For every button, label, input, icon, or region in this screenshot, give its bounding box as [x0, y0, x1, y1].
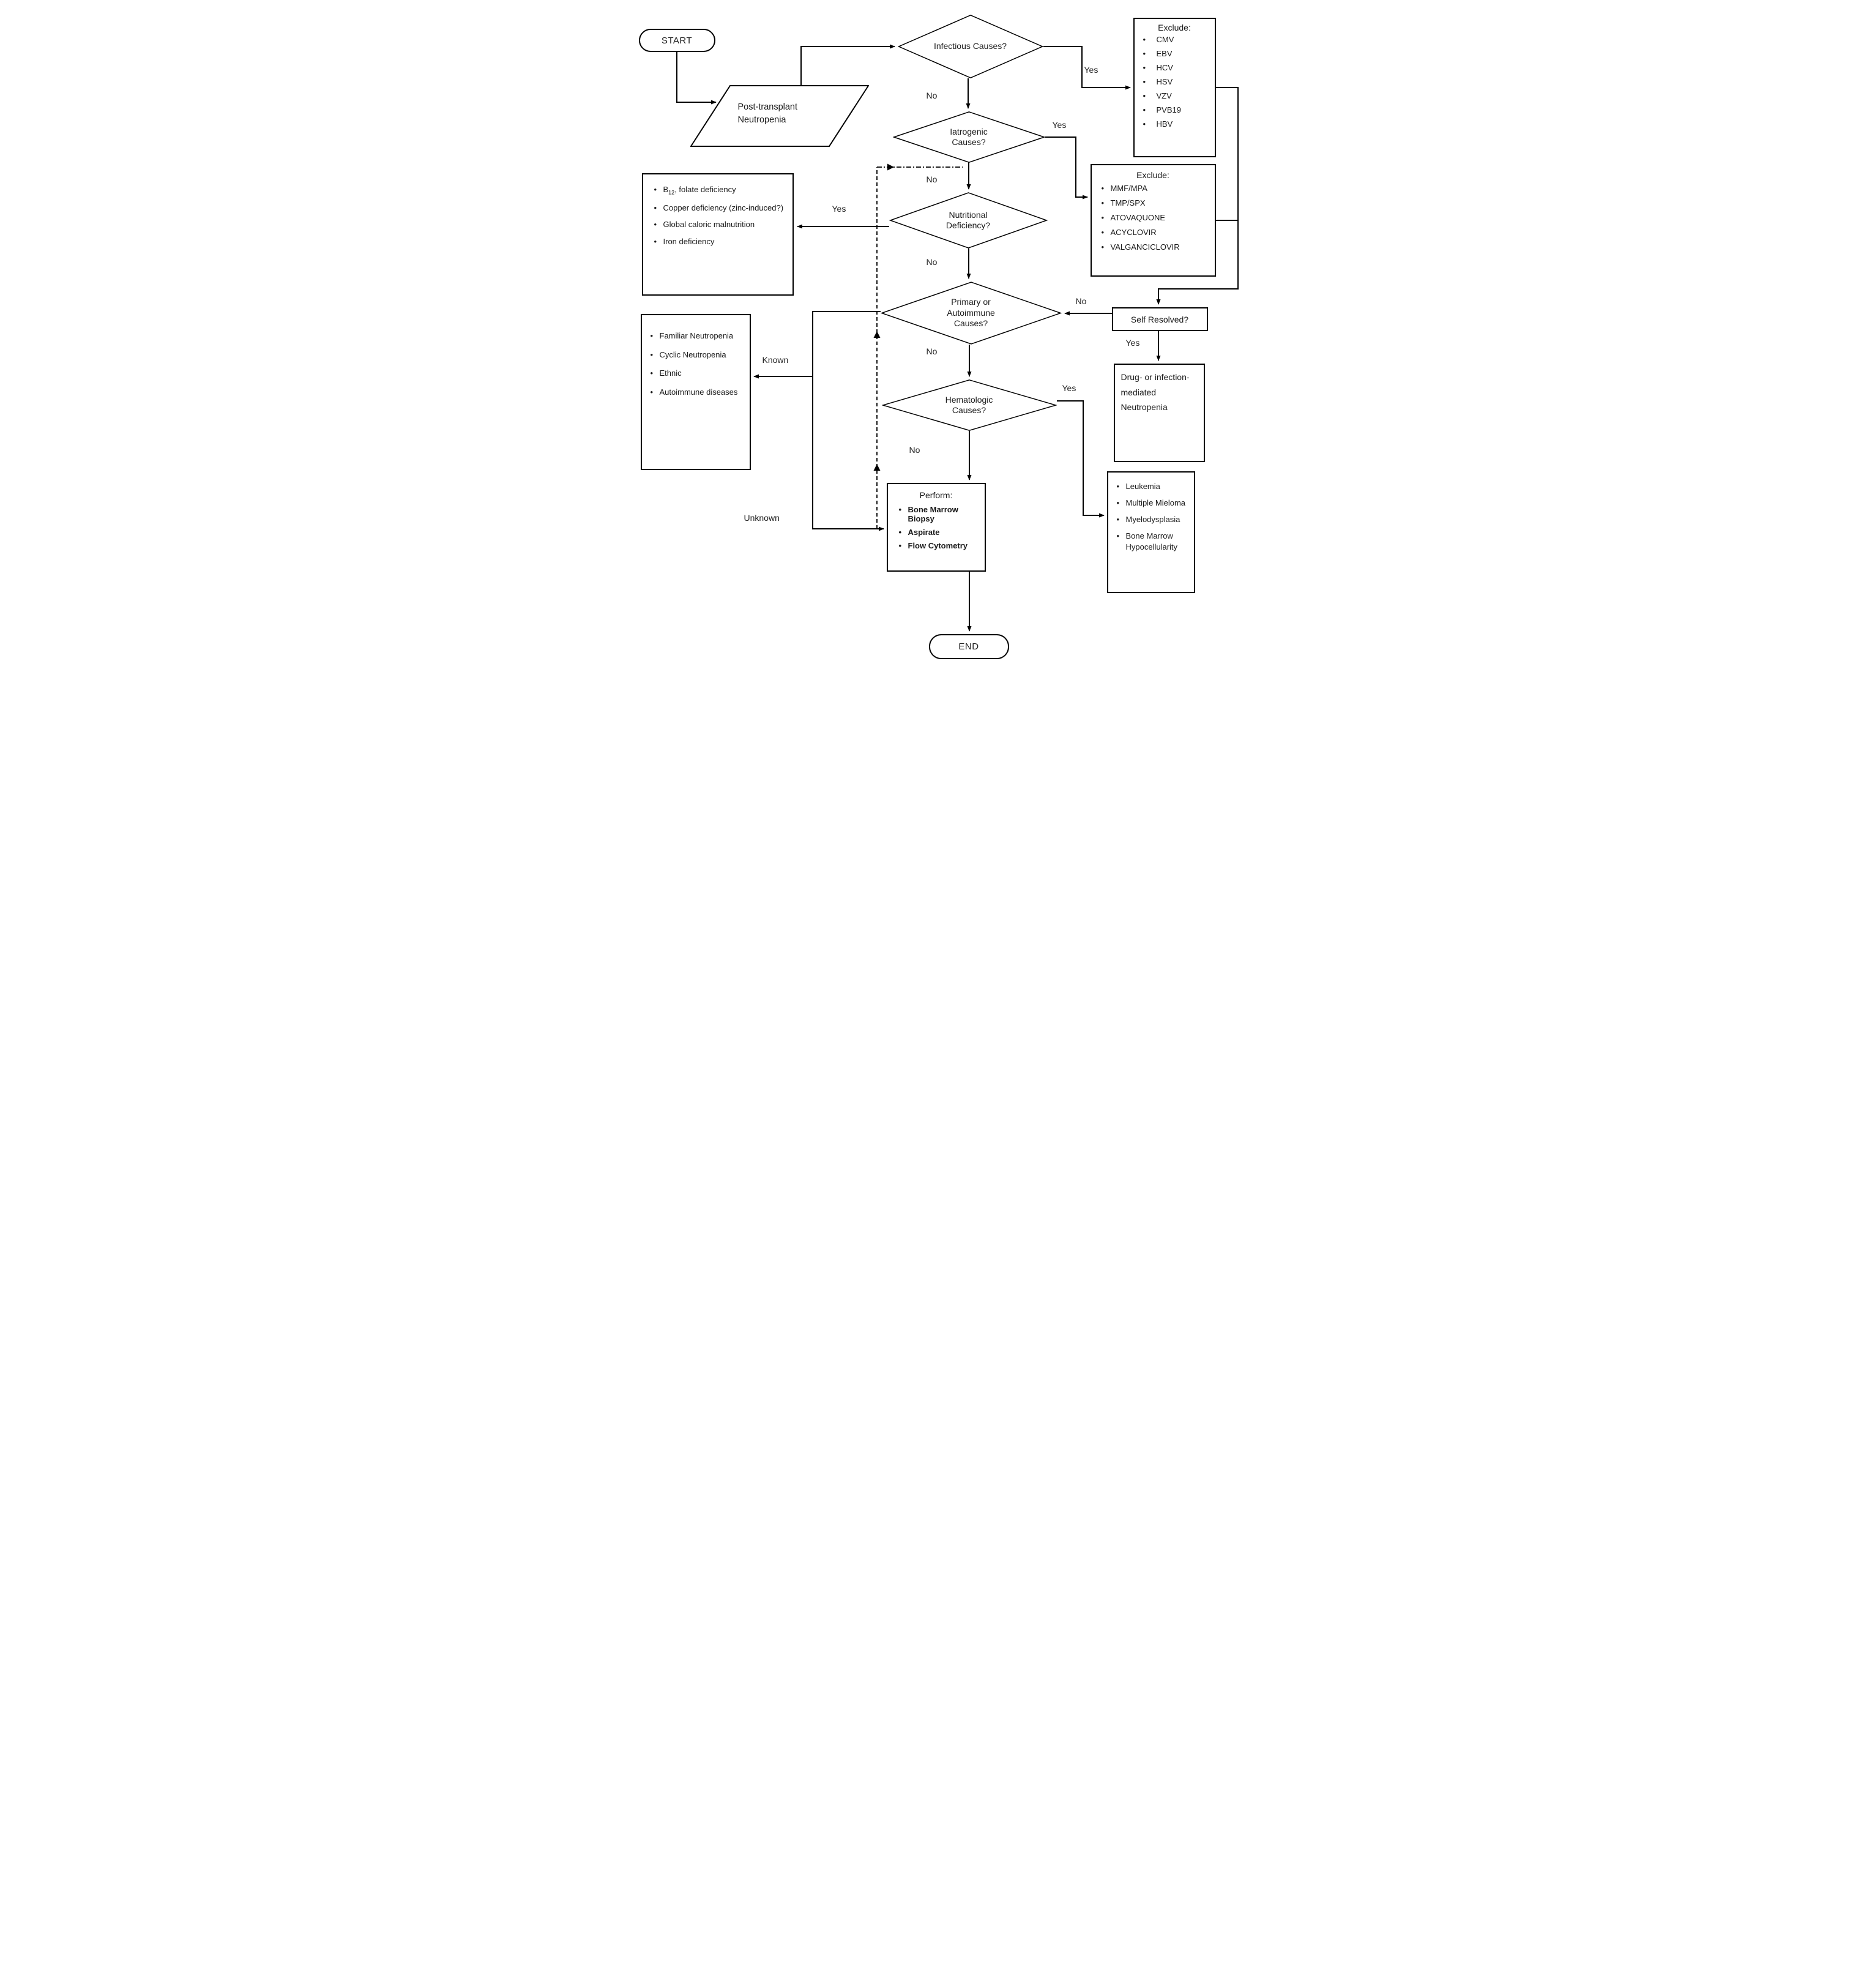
label-nutritional-yes: Yes: [832, 204, 846, 214]
list-item: HBV: [1142, 119, 1211, 129]
label-iatrogenic-yes: Yes: [1052, 120, 1067, 130]
diamond-shape: [881, 282, 1062, 345]
hematologic-diamond: Hematologic Causes?: [882, 379, 1057, 431]
list-item: TMP/SPX: [1100, 198, 1210, 207]
list-item: PVB19: [1142, 105, 1211, 114]
list-item: Global caloric malnutrition: [653, 219, 786, 231]
label-selfresolved-yes: Yes: [1125, 338, 1140, 348]
post-transplant-label: Post-transplant Neutropenia: [737, 102, 798, 125]
start-node: START: [638, 29, 715, 52]
list-item: ACYCLOVIR: [1100, 228, 1210, 237]
b12-prefix: B: [663, 185, 669, 194]
perform-box: Perform: Bone Marrow Biopsy Aspirate Flo…: [886, 483, 986, 572]
list-item: Flow Cytometry: [898, 541, 979, 550]
exclude-iatrogenic-title: Exclude:: [1136, 170, 1169, 180]
list-item: Leukemia: [1116, 481, 1190, 493]
perform-title: Perform:: [919, 490, 953, 500]
label-primary-unknown: Unknown: [744, 513, 780, 523]
list-item: B12, folate deficiency: [653, 184, 786, 197]
infectious-label: Infectious Causes?: [933, 41, 1007, 51]
self-resolved-node: Self Resolved?: [1111, 307, 1208, 331]
exclude-infectious-box: Exclude: CMV EBV HCV HSV VZV PVB19 HBV: [1133, 18, 1216, 157]
diamond-shape: [898, 15, 1043, 78]
start-label: START: [661, 35, 693, 46]
list-item: MMF/MPA: [1100, 184, 1210, 193]
drug-infection-node: Drug- or infection-mediated Neutropenia: [1113, 364, 1205, 462]
exclude-iatrogenic-list: MMF/MPA TMP/SPX ATOVAQUONE ACYCLOVIR VAL…: [1094, 184, 1212, 252]
diamond-shape: [889, 192, 1048, 248]
list-item: Ethnic: [649, 367, 746, 379]
flowchart-canvas: START Post-transplant Neutropenia Infect…: [624, 0, 1248, 663]
list-item: Copper deficiency (zinc-induced?): [653, 203, 786, 214]
hematologic-causes-list: Leukemia Multiple Mieloma Myelodysplasia…: [1109, 481, 1193, 553]
label-hematologic-no: No: [909, 445, 920, 455]
post-transplant-node: Post-transplant Neutropenia: [690, 85, 869, 147]
list-item: HCV: [1142, 63, 1211, 72]
list-item: Iron deficiency: [653, 236, 786, 248]
list-item: HSV: [1142, 77, 1211, 86]
primary-causes-list: Familiar Neutropenia Cyclic Neutropenia …: [643, 330, 748, 398]
exclude-iatrogenic-box: Exclude: MMF/MPA TMP/SPX ATOVAQUONE ACYC…: [1090, 164, 1216, 277]
iatrogenic-diamond: Iatrogenic Causes?: [893, 111, 1045, 163]
nutritional-causes-box: B12, folate deficiency Copper deficiency…: [641, 173, 794, 296]
list-item: Bone Marrow Biopsy: [898, 505, 979, 523]
b12-rest: , folate deficiency: [674, 185, 736, 194]
nutritional-diamond: Nutritional Deficiency?: [889, 192, 1048, 248]
primary-autoimmune-diamond: Primary or Autoimmune Causes?: [881, 282, 1062, 345]
list-item: VALGANCICLOVIR: [1100, 242, 1210, 252]
hematologic-causes-box: Leukemia Multiple Mieloma Myelodysplasia…: [1106, 471, 1195, 593]
primary-autoimmune-label: Primary or Autoimmune Causes?: [947, 297, 995, 329]
perform-list: Bone Marrow Biopsy Aspirate Flow Cytomet…: [892, 505, 981, 550]
nutritional-label: Nutritional Deficiency?: [945, 209, 991, 231]
label-selfresolved-no: No: [1075, 296, 1087, 306]
list-item: Multiple Mieloma: [1116, 498, 1190, 509]
list-item: Myelodysplasia: [1116, 514, 1190, 526]
label-nutritional-no: No: [926, 257, 938, 267]
drug-infection-label: Drug- or infection-mediated Neutropenia: [1121, 372, 1190, 412]
infectious-diamond: Infectious Causes?: [898, 15, 1043, 78]
list-item: Aspirate: [898, 528, 979, 537]
end-node: END: [928, 634, 1009, 659]
exclude-infectious-list: CMV EBV HCV HSV VZV PVB19 HBV: [1136, 35, 1214, 129]
hematologic-label: Hematologic Causes?: [945, 394, 993, 416]
list-item: CMV: [1142, 35, 1211, 44]
list-item: Bone Marrow Hypocellularity: [1116, 531, 1190, 554]
list-item: Autoimmune diseases: [649, 386, 746, 398]
end-label: END: [958, 641, 979, 652]
diamond-shape: [882, 379, 1057, 431]
label-primary-no: No: [926, 346, 938, 356]
iatrogenic-label: Iatrogenic Causes?: [950, 126, 988, 148]
list-item: Cyclic Neutropenia: [649, 349, 746, 361]
b12-subscript: 12: [668, 189, 675, 196]
list-item: VZV: [1142, 91, 1211, 100]
diamond-shape: [893, 111, 1045, 163]
label-primary-known: Known: [762, 355, 789, 365]
list-item: ATOVAQUONE: [1100, 213, 1210, 222]
primary-causes-box: Familiar Neutropenia Cyclic Neutropenia …: [640, 314, 751, 470]
label-infectious-no: No: [926, 91, 938, 100]
parallelogram-shape: [690, 85, 869, 147]
label-infectious-yes: Yes: [1084, 65, 1098, 75]
list-item: EBV: [1142, 49, 1211, 58]
self-resolved-label: Self Resolved?: [1130, 314, 1189, 324]
nutritional-causes-list: B12, folate deficiency Copper deficiency…: [647, 184, 789, 248]
list-item: Familiar Neutropenia: [649, 330, 746, 342]
label-iatrogenic-no: No: [926, 174, 938, 184]
label-hematologic-yes: Yes: [1062, 383, 1076, 393]
exclude-infectious-title: Exclude:: [1158, 23, 1191, 32]
